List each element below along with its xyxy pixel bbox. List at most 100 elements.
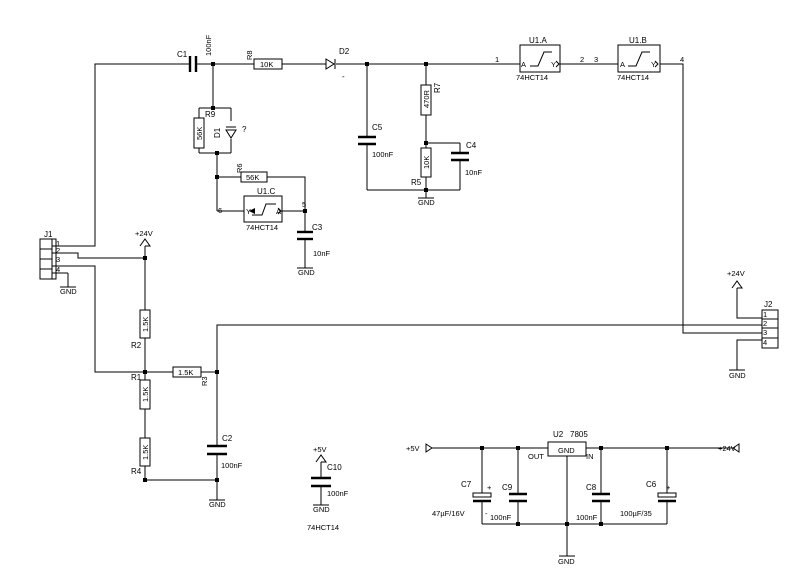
power-5v-c10: +5V — [313, 445, 327, 463]
d1-mark: ? — [242, 125, 247, 134]
r5-ref: R5 — [411, 178, 422, 187]
ground-regulator: GND — [558, 555, 575, 566]
c9-value: 100nF — [490, 513, 512, 522]
capacitor-c4: C4 10nF — [451, 141, 483, 177]
pwr5-label: +5V — [313, 445, 327, 454]
net-plus24v-label: +24V — [718, 444, 736, 453]
diode-d1: D1 ? — [213, 125, 247, 139]
r6-value: 56K — [246, 173, 259, 182]
u1a-pin1: 1 — [495, 55, 499, 64]
u2-out-pin: OUT — [528, 452, 544, 461]
c6-ref: C6 — [646, 480, 657, 489]
resistor-r7: 470R R7 — [420, 82, 442, 116]
gnd-r5-label: GND — [418, 198, 435, 207]
c8-ref: C8 — [586, 483, 597, 492]
gnd-c2-label: GND — [209, 500, 226, 509]
c8-value: 100nF — [576, 513, 598, 522]
resistor-r2: 1.5K R2 — [131, 309, 151, 350]
resistor-r1: 1.5K R1 — [131, 373, 151, 410]
r6-ref: R6 — [235, 163, 244, 173]
gnd-reg-label: GND — [558, 557, 575, 566]
capacitor-c10: C10 100nF 74HCT14 — [307, 463, 349, 532]
capacitor-c6: C6 + 100µF/35 — [620, 480, 677, 518]
j1-pin1: 1 — [56, 239, 60, 248]
net-plus5v: +5V — [406, 443, 433, 453]
u1b-pin-y: Y — [651, 60, 656, 69]
r9-value: 56K — [195, 127, 204, 140]
c4-ref: C4 — [466, 141, 477, 150]
c4-value: 10nF — [465, 168, 483, 177]
ground-c3: GND — [297, 267, 315, 277]
capacitor-c8: C8 100nF — [576, 483, 610, 522]
u1a-ref: U1.A — [529, 36, 547, 45]
resistor-r4: 1.5K R4 — [131, 437, 151, 476]
resistor-r8: 10K R8 — [245, 50, 283, 70]
pwr24-right-label: +24V — [727, 269, 745, 278]
ground-c10: GND — [313, 504, 330, 514]
ground-j2: GND — [729, 369, 746, 380]
schmitt-u1b: U1.B 74HCT14 A Y 3 4 — [594, 36, 684, 82]
j2-pin2: 2 — [763, 319, 767, 328]
c7-plus: + — [487, 483, 492, 492]
u2-in-pin: IN — [586, 452, 594, 461]
net-plus5v-label: +5V — [406, 444, 420, 453]
gnd-c3-label: GND — [298, 268, 315, 277]
u1c-pin-y: Y — [246, 207, 251, 216]
schmitt-u1a: U1.A 74HCT14 A Y 1 2 — [495, 36, 584, 82]
ground-r5: GND — [418, 197, 435, 207]
j2-pin1: 1 — [763, 310, 767, 319]
c2-ref: C2 — [222, 434, 233, 443]
u1c-pin-a: A — [276, 207, 281, 216]
r1-value: 1.5K — [141, 387, 150, 402]
power-24v-left: +24V — [135, 229, 153, 247]
capacitor-c9: C9 100nF — [490, 483, 527, 522]
j1-pin2: 2 — [56, 246, 60, 255]
u1a-pin2: 2 — [580, 55, 584, 64]
resistor-r5: 10K R5 — [411, 147, 432, 187]
resistor-r3: 1.5K R3 — [172, 366, 209, 386]
net-plus24v: +24V — [718, 443, 740, 453]
r7-ref: R7 — [433, 82, 442, 93]
resistor-r6: 56K R6 — [235, 163, 268, 183]
r8-value: 10K — [260, 60, 273, 69]
gnd-j1-label: GND — [60, 287, 77, 296]
u1b-part: 74HCT14 — [617, 73, 649, 82]
r8-ref: R8 — [245, 50, 254, 60]
u2-ref: U2 — [553, 430, 564, 439]
capacitor-c7: C7 + - 47µF/16V — [432, 480, 492, 518]
c2-value: 100nF — [221, 461, 243, 470]
c1-value: 100nF — [204, 34, 213, 56]
u2-gnd-pin: GND — [558, 446, 575, 455]
u1c-pin5: 5 — [302, 200, 306, 209]
c1-ref: C1 — [177, 50, 188, 59]
resistor-r9: 56K R9 — [193, 110, 216, 149]
d1-ref: D1 — [213, 127, 222, 138]
d2-ref: D2 — [339, 47, 350, 56]
schmitt-u1c: U1.C 74HCT14 Y A 6 5 — [218, 187, 306, 232]
capacitor-c5: C5 100nF — [358, 123, 394, 159]
r1-ref: R1 — [131, 373, 142, 382]
c5-value: 100nF — [372, 150, 394, 159]
c3-value: 10nF — [313, 249, 331, 258]
r9-ref: R9 — [205, 110, 216, 119]
r3-value: 1.5K — [178, 368, 193, 377]
connector-j1: J1 1 2 3 4 — [39, 230, 68, 280]
c3-ref: C3 — [312, 223, 323, 232]
junctions — [143, 62, 669, 526]
c10-part: 74HCT14 — [307, 523, 339, 532]
u1a-pin-y: Y — [551, 60, 556, 69]
ground-j1: GND — [60, 286, 77, 296]
gnd-c10-label: GND — [313, 505, 330, 514]
u1b-pin4: 4 — [680, 55, 684, 64]
capacitor-c3: C3 10nF — [297, 223, 331, 258]
regulator-u2: U2 7805 GND OUT IN — [528, 430, 594, 461]
u1c-ref: U1.C — [257, 187, 275, 196]
r4-ref: R4 — [131, 467, 142, 476]
j1-pin3: 3 — [56, 255, 60, 264]
r2-ref: R2 — [131, 341, 142, 350]
diode-d2: D2 - — [325, 47, 350, 81]
pwr24-left-label: +24V — [135, 229, 153, 238]
d2-mark: - — [342, 72, 345, 81]
capacitor-c2: C2 100nF — [207, 434, 243, 470]
